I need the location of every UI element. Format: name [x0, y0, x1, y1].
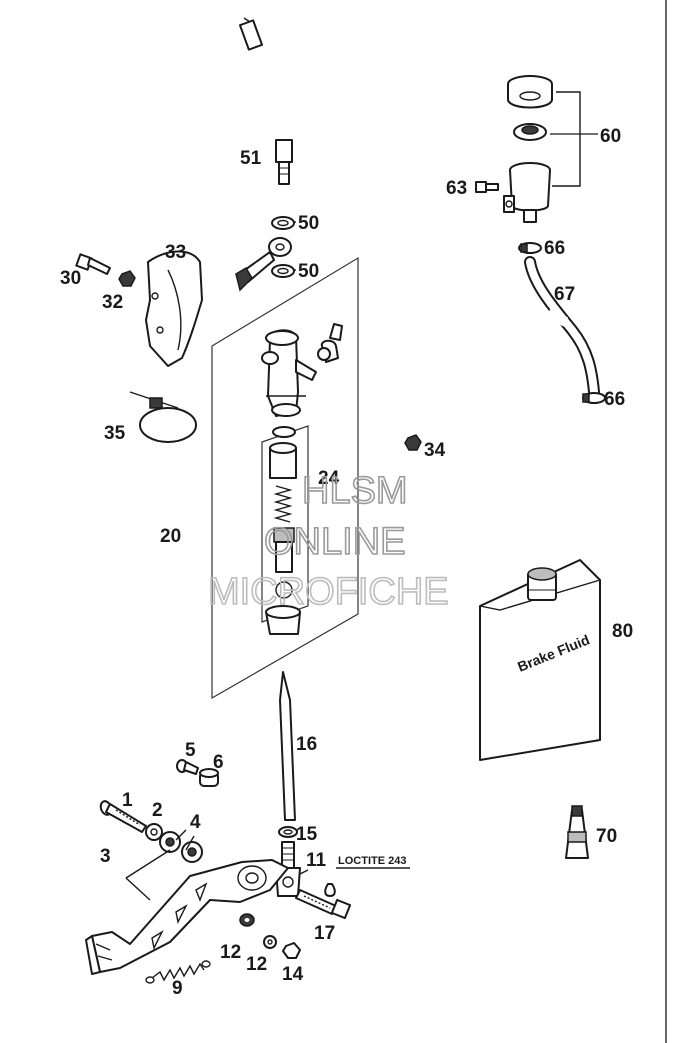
reservoir-body[interactable] — [503, 162, 551, 223]
label-51: 51 — [240, 148, 262, 169]
loctite-drop — [324, 883, 336, 897]
banjo-fitting[interactable] — [235, 237, 292, 292]
reservoir-cap[interactable] — [507, 75, 553, 109]
brake-light-switch[interactable] — [238, 17, 293, 185]
nut-14[interactable] — [282, 942, 301, 959]
label-1: 1 — [122, 790, 133, 811]
bearing-4b[interactable] — [181, 841, 203, 863]
washer-12b[interactable] — [263, 935, 277, 949]
label-24: 24 — [318, 468, 340, 489]
label-16: 16 — [296, 734, 317, 755]
hose-elbow-fitting[interactable] — [317, 323, 343, 363]
loctite-tube-70[interactable] — [565, 805, 589, 859]
label-63: 63 — [446, 178, 467, 199]
label-33: 33 — [165, 242, 186, 263]
spring-9[interactable] — [145, 960, 211, 984]
bolt-30[interactable] — [75, 253, 111, 275]
bearing-4a[interactable] — [159, 831, 181, 853]
master-cylinder-body[interactable] — [261, 329, 317, 417]
hose-clamp-upper[interactable] — [518, 242, 542, 254]
washer-2[interactable] — [145, 823, 163, 841]
cover-33[interactable] — [145, 250, 203, 367]
screw-5[interactable] — [176, 759, 199, 775]
bolt-1[interactable] — [99, 800, 147, 833]
label-12-left: 12 — [220, 942, 241, 963]
reservoir-callout-bracket — [550, 91, 598, 187]
label-17: 17 — [314, 923, 335, 944]
label-70: 70 — [596, 826, 617, 847]
bushing-6[interactable] — [199, 768, 219, 787]
watermark-line-2: ONLINE — [264, 521, 405, 563]
label-30: 30 — [60, 268, 81, 289]
label-20: 20 — [160, 526, 181, 547]
label-9: 9 — [172, 978, 183, 999]
label-34: 34 — [424, 440, 446, 461]
label-2: 2 — [152, 800, 163, 821]
label-67: 67 — [554, 284, 575, 305]
label-12-right: 12 — [246, 954, 267, 975]
push-rod-16[interactable] — [279, 671, 296, 821]
loctite-label: LOCTITE 243 — [338, 855, 406, 867]
label-3: 3 — [100, 846, 111, 867]
hose-clamp-lower[interactable] — [582, 392, 606, 404]
label-15: 15 — [296, 824, 318, 845]
label-11: 11 — [306, 850, 327, 871]
watermark-line-3: MICROFICHE — [208, 571, 449, 613]
label-4: 4 — [190, 812, 201, 833]
label-66-lower: 66 — [604, 389, 625, 410]
master-cylinder-assembly-frame — [211, 256, 359, 700]
label-5: 5 — [185, 740, 196, 761]
label-14: 14 — [282, 964, 304, 985]
nut-34[interactable] — [404, 434, 422, 451]
nut-15[interactable] — [278, 826, 298, 838]
label-80: 80 — [612, 621, 633, 642]
banjo-washer-lower[interactable] — [271, 264, 295, 278]
label-50-upper: 50 — [298, 213, 319, 234]
label-66-upper: 66 — [544, 238, 565, 259]
label-32: 32 — [102, 292, 123, 313]
watermark: HLSM ONLINE MICROFICHE — [207, 469, 449, 614]
brake-fluid-can[interactable] — [479, 559, 601, 761]
bolt-63[interactable] — [475, 181, 499, 193]
banjo-washer-upper[interactable] — [271, 216, 295, 230]
leader-lines — [125, 221, 410, 901]
watermark-line-1: HLSM — [302, 470, 408, 512]
bolt-17[interactable] — [295, 889, 352, 920]
label-60: 60 — [600, 126, 621, 147]
piston-kit-24[interactable] — [261, 425, 309, 635]
washer-12a[interactable] — [239, 913, 255, 927]
label-50-lower: 50 — [298, 261, 319, 282]
label-6: 6 — [213, 752, 224, 773]
nut-32[interactable] — [118, 270, 136, 287]
brake-pedal-3[interactable] — [85, 859, 289, 975]
reservoir-diaphragm[interactable] — [513, 123, 547, 141]
reservoir-hose-67[interactable] — [524, 256, 600, 398]
label-35: 35 — [104, 423, 126, 444]
cable-tie-35[interactable] — [129, 391, 197, 443]
